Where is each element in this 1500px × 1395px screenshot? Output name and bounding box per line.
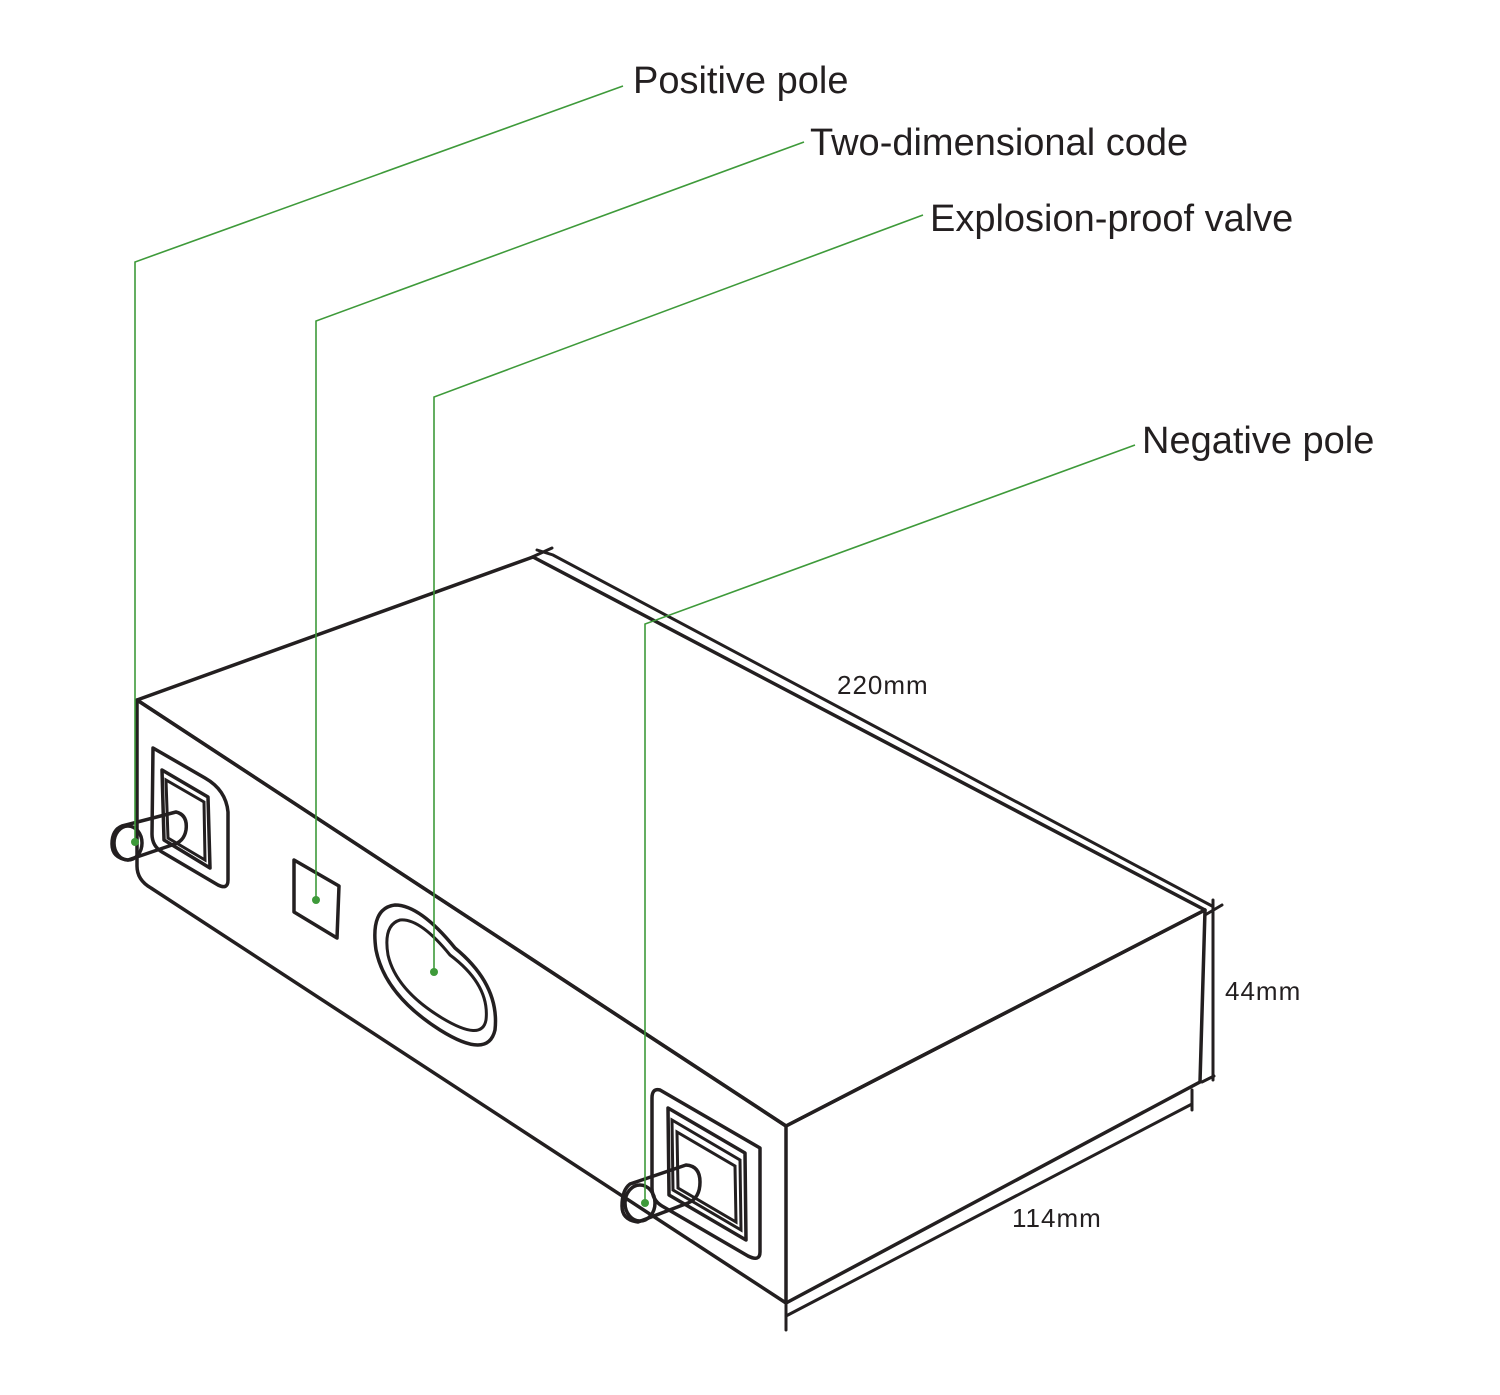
positive-pole-terminal xyxy=(110,746,230,889)
label-two-dimensional-code: Two-dimensional code xyxy=(810,122,1188,164)
width-dimension-line xyxy=(784,1102,1194,1318)
dimension-width-label: 114mm xyxy=(1012,1203,1102,1233)
explosion-proof-valve xyxy=(373,903,498,1047)
dimension-length-label: 220mm xyxy=(837,670,929,700)
two-dimensional-code-square xyxy=(292,858,341,940)
battery-end-face xyxy=(784,908,1207,1305)
battery-front-face xyxy=(135,698,788,1305)
leader-positive-pole xyxy=(134,85,624,842)
leader-explosion-proof-valve xyxy=(433,214,924,972)
leader-two-dimensional-code xyxy=(315,141,805,900)
dimension-height-label: 44mm xyxy=(1225,976,1301,1006)
label-explosion-proof-valve: Explosion-proof valve xyxy=(930,198,1293,240)
battery-top-face xyxy=(135,555,1207,1128)
label-positive-pole: Positive pole xyxy=(633,60,848,102)
leader-lines xyxy=(131,85,1136,1207)
leader-negative-pole xyxy=(644,444,1136,1203)
length-dimension-line xyxy=(535,548,1214,908)
negative-pole-terminal xyxy=(620,1087,762,1260)
label-negative-pole: Negative pole xyxy=(1142,420,1374,462)
battery-body xyxy=(135,546,1224,1332)
